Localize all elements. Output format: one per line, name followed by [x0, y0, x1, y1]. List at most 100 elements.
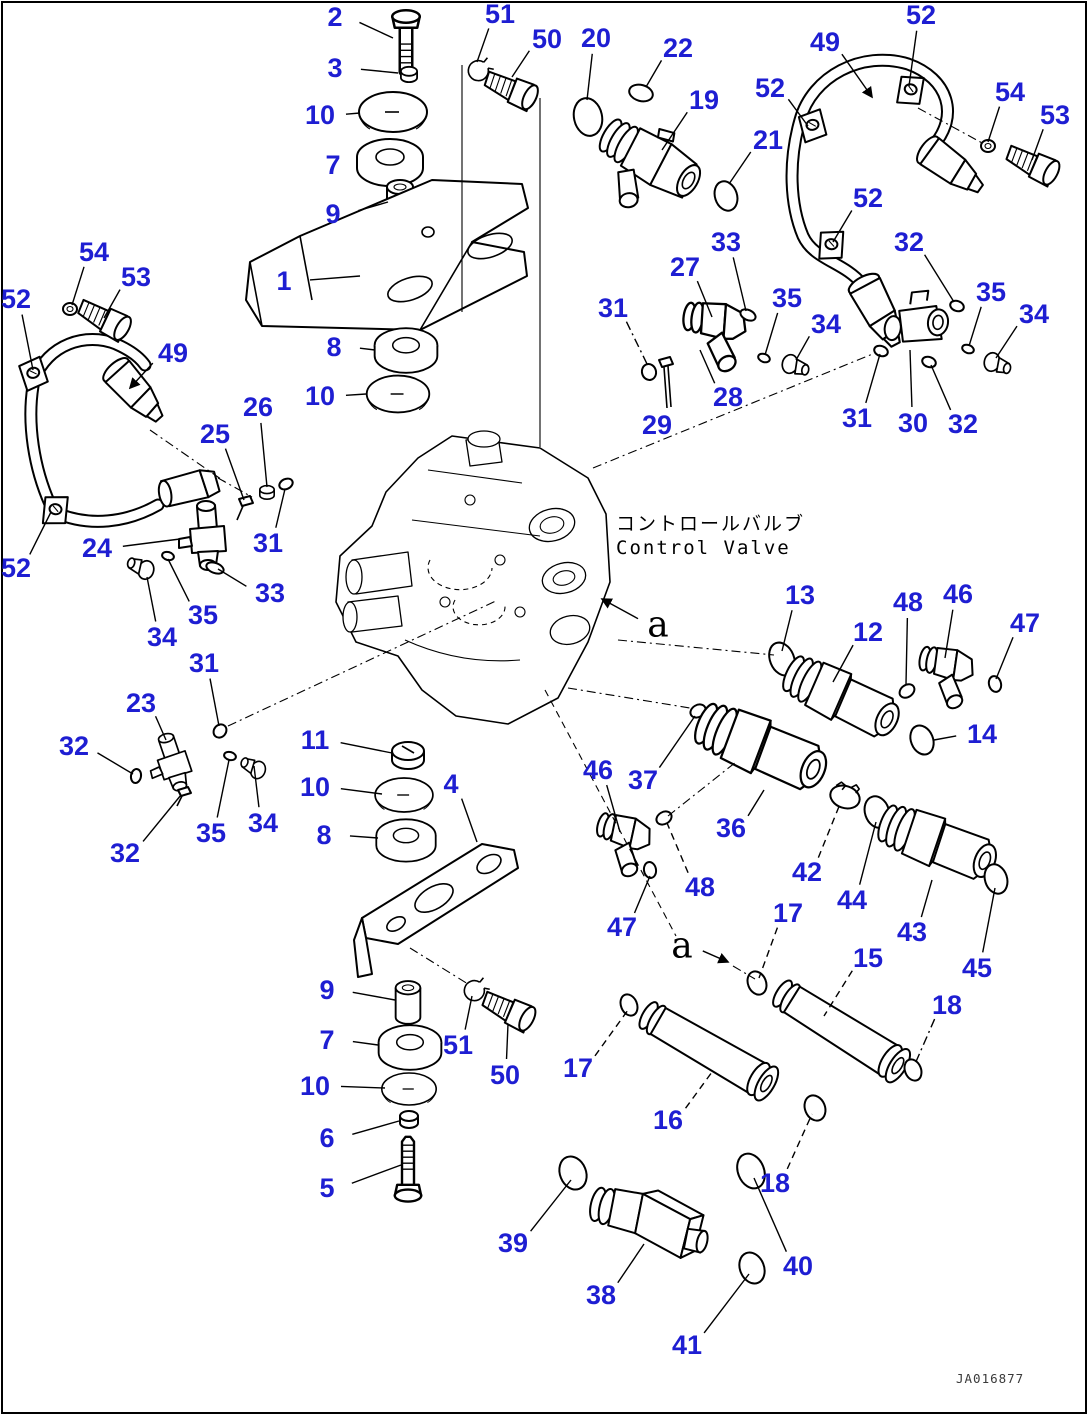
- callout-22-9: 22: [663, 33, 693, 63]
- construction-lines-layer: [149, 65, 985, 985]
- construction-line-8: [544, 689, 677, 937]
- leader-19-10: [661, 111, 688, 151]
- callout-18-79: 18: [932, 990, 962, 1020]
- callout-26-37: 26: [243, 392, 273, 422]
- leader-17-80: [594, 1009, 629, 1057]
- leader-52-17: [832, 210, 853, 243]
- leader-47-72: [633, 875, 651, 914]
- leader-35-42: [167, 558, 190, 602]
- part-cushion-7b: [377, 1024, 443, 1071]
- leader-5-59: [351, 1164, 402, 1184]
- part-spacer-9b: [394, 980, 422, 1025]
- leader-11-51: [340, 741, 393, 754]
- part-oring-45: [983, 863, 1009, 895]
- part-washer-8a: [373, 327, 439, 374]
- leader-10-36: [345, 393, 367, 397]
- callout-53-16: 53: [1040, 100, 1070, 130]
- callout-34-44: 34: [147, 622, 177, 652]
- part-oring-18l: [803, 1094, 827, 1122]
- leader-28-26: [699, 349, 716, 384]
- leader-40-85: [753, 1177, 788, 1252]
- leader-46-65: [944, 609, 954, 659]
- view-marker-arrow-0: [600, 598, 639, 620]
- callout-48-64: 48: [893, 587, 923, 617]
- callout-42-73: 42: [792, 857, 822, 887]
- construction-line-11: [409, 947, 469, 985]
- part-tube-15: [766, 973, 916, 1088]
- callout-31-39: 31: [253, 528, 283, 558]
- leader-8-53: [349, 835, 379, 839]
- part-nut-42: [829, 781, 861, 810]
- leader-23-46: [154, 715, 167, 741]
- part-oring-35l: [161, 550, 175, 562]
- callout-16-81: 16: [653, 1105, 683, 1135]
- callout-18-82: 18: [760, 1168, 790, 1198]
- title-japanese: コントロールバルブ: [616, 512, 805, 535]
- leader-8-35: [359, 347, 376, 351]
- callout-35-48: 35: [196, 818, 226, 848]
- callout-2-0: 2: [327, 2, 342, 32]
- part-nut-6: [399, 1110, 419, 1129]
- part-grommet-10b: [365, 374, 431, 414]
- callout-50-7: 50: [532, 24, 562, 54]
- callout-20-8: 20: [581, 23, 611, 53]
- callout-32-20: 32: [894, 227, 924, 257]
- part-nut-26: [258, 484, 276, 501]
- leader-45-76: [982, 887, 996, 953]
- part-oring-35t: [757, 352, 771, 364]
- leader-35-23: [968, 306, 982, 347]
- leader-48-64: [905, 617, 909, 685]
- leader-47-66: [995, 636, 1014, 680]
- leader-36-70: [747, 789, 765, 817]
- part-grommet-10a: [358, 91, 428, 133]
- construction-line-3: [917, 107, 985, 145]
- leader-10-52: [340, 787, 383, 795]
- leader-22-9: [645, 60, 663, 88]
- part-grommet-10d: [380, 1072, 438, 1106]
- leader-6-58: [352, 1120, 400, 1135]
- leader-15-78: [823, 970, 853, 1017]
- callout-43-75: 43: [897, 917, 927, 947]
- part-oring-31b: [212, 723, 228, 739]
- part-oring-31l: [278, 477, 294, 491]
- construction-line-4: [592, 352, 876, 469]
- part-oring-32b1: [129, 768, 143, 784]
- callout-24-40: 24: [82, 533, 112, 563]
- construction-line-12: [217, 477, 253, 498]
- construction-line-2: [149, 429, 229, 485]
- callout-8-35: 8: [326, 332, 341, 362]
- callout-30-29: 30: [898, 408, 928, 438]
- callout-17-80: 17: [563, 1053, 593, 1083]
- part-cap-34l: [123, 554, 157, 582]
- callout-37-69: 37: [628, 765, 658, 795]
- callout-12-63: 12: [853, 617, 883, 647]
- leader-26-37: [260, 422, 268, 488]
- part-oring-32top: [949, 299, 965, 313]
- callout-33-43: 33: [255, 578, 285, 608]
- leader-35-48: [216, 759, 230, 818]
- part-bolt-53r: [1001, 137, 1064, 189]
- view-markers-layer: aa: [600, 598, 730, 967]
- callout-52-12: 52: [906, 0, 936, 30]
- leader-49-34: [128, 362, 154, 390]
- leader-42-73: [817, 803, 841, 858]
- callout-32-47: 32: [59, 731, 89, 761]
- part-washer-54l-hole: [66, 305, 74, 313]
- leader-16-81: [685, 1071, 713, 1109]
- callout-46-68: 46: [583, 755, 613, 785]
- view-marker-a-1: a: [671, 926, 692, 967]
- leader-50-7: [511, 50, 530, 78]
- part-oring-32r: [921, 355, 937, 369]
- callout-52-41: 52: [1, 553, 31, 583]
- leader-13-62: [781, 610, 793, 652]
- leader-10-2: [345, 112, 361, 115]
- leader-25-38: [224, 448, 245, 501]
- callout-29-27: 29: [642, 410, 672, 440]
- part-cushion-7a: [356, 138, 424, 187]
- leader-52-12: [908, 30, 918, 87]
- part-ring-35b: [223, 750, 237, 762]
- callout-52-17: 52: [853, 183, 883, 213]
- part-valve-fitting-19: [598, 118, 702, 209]
- callout-34-24: 34: [1019, 299, 1049, 329]
